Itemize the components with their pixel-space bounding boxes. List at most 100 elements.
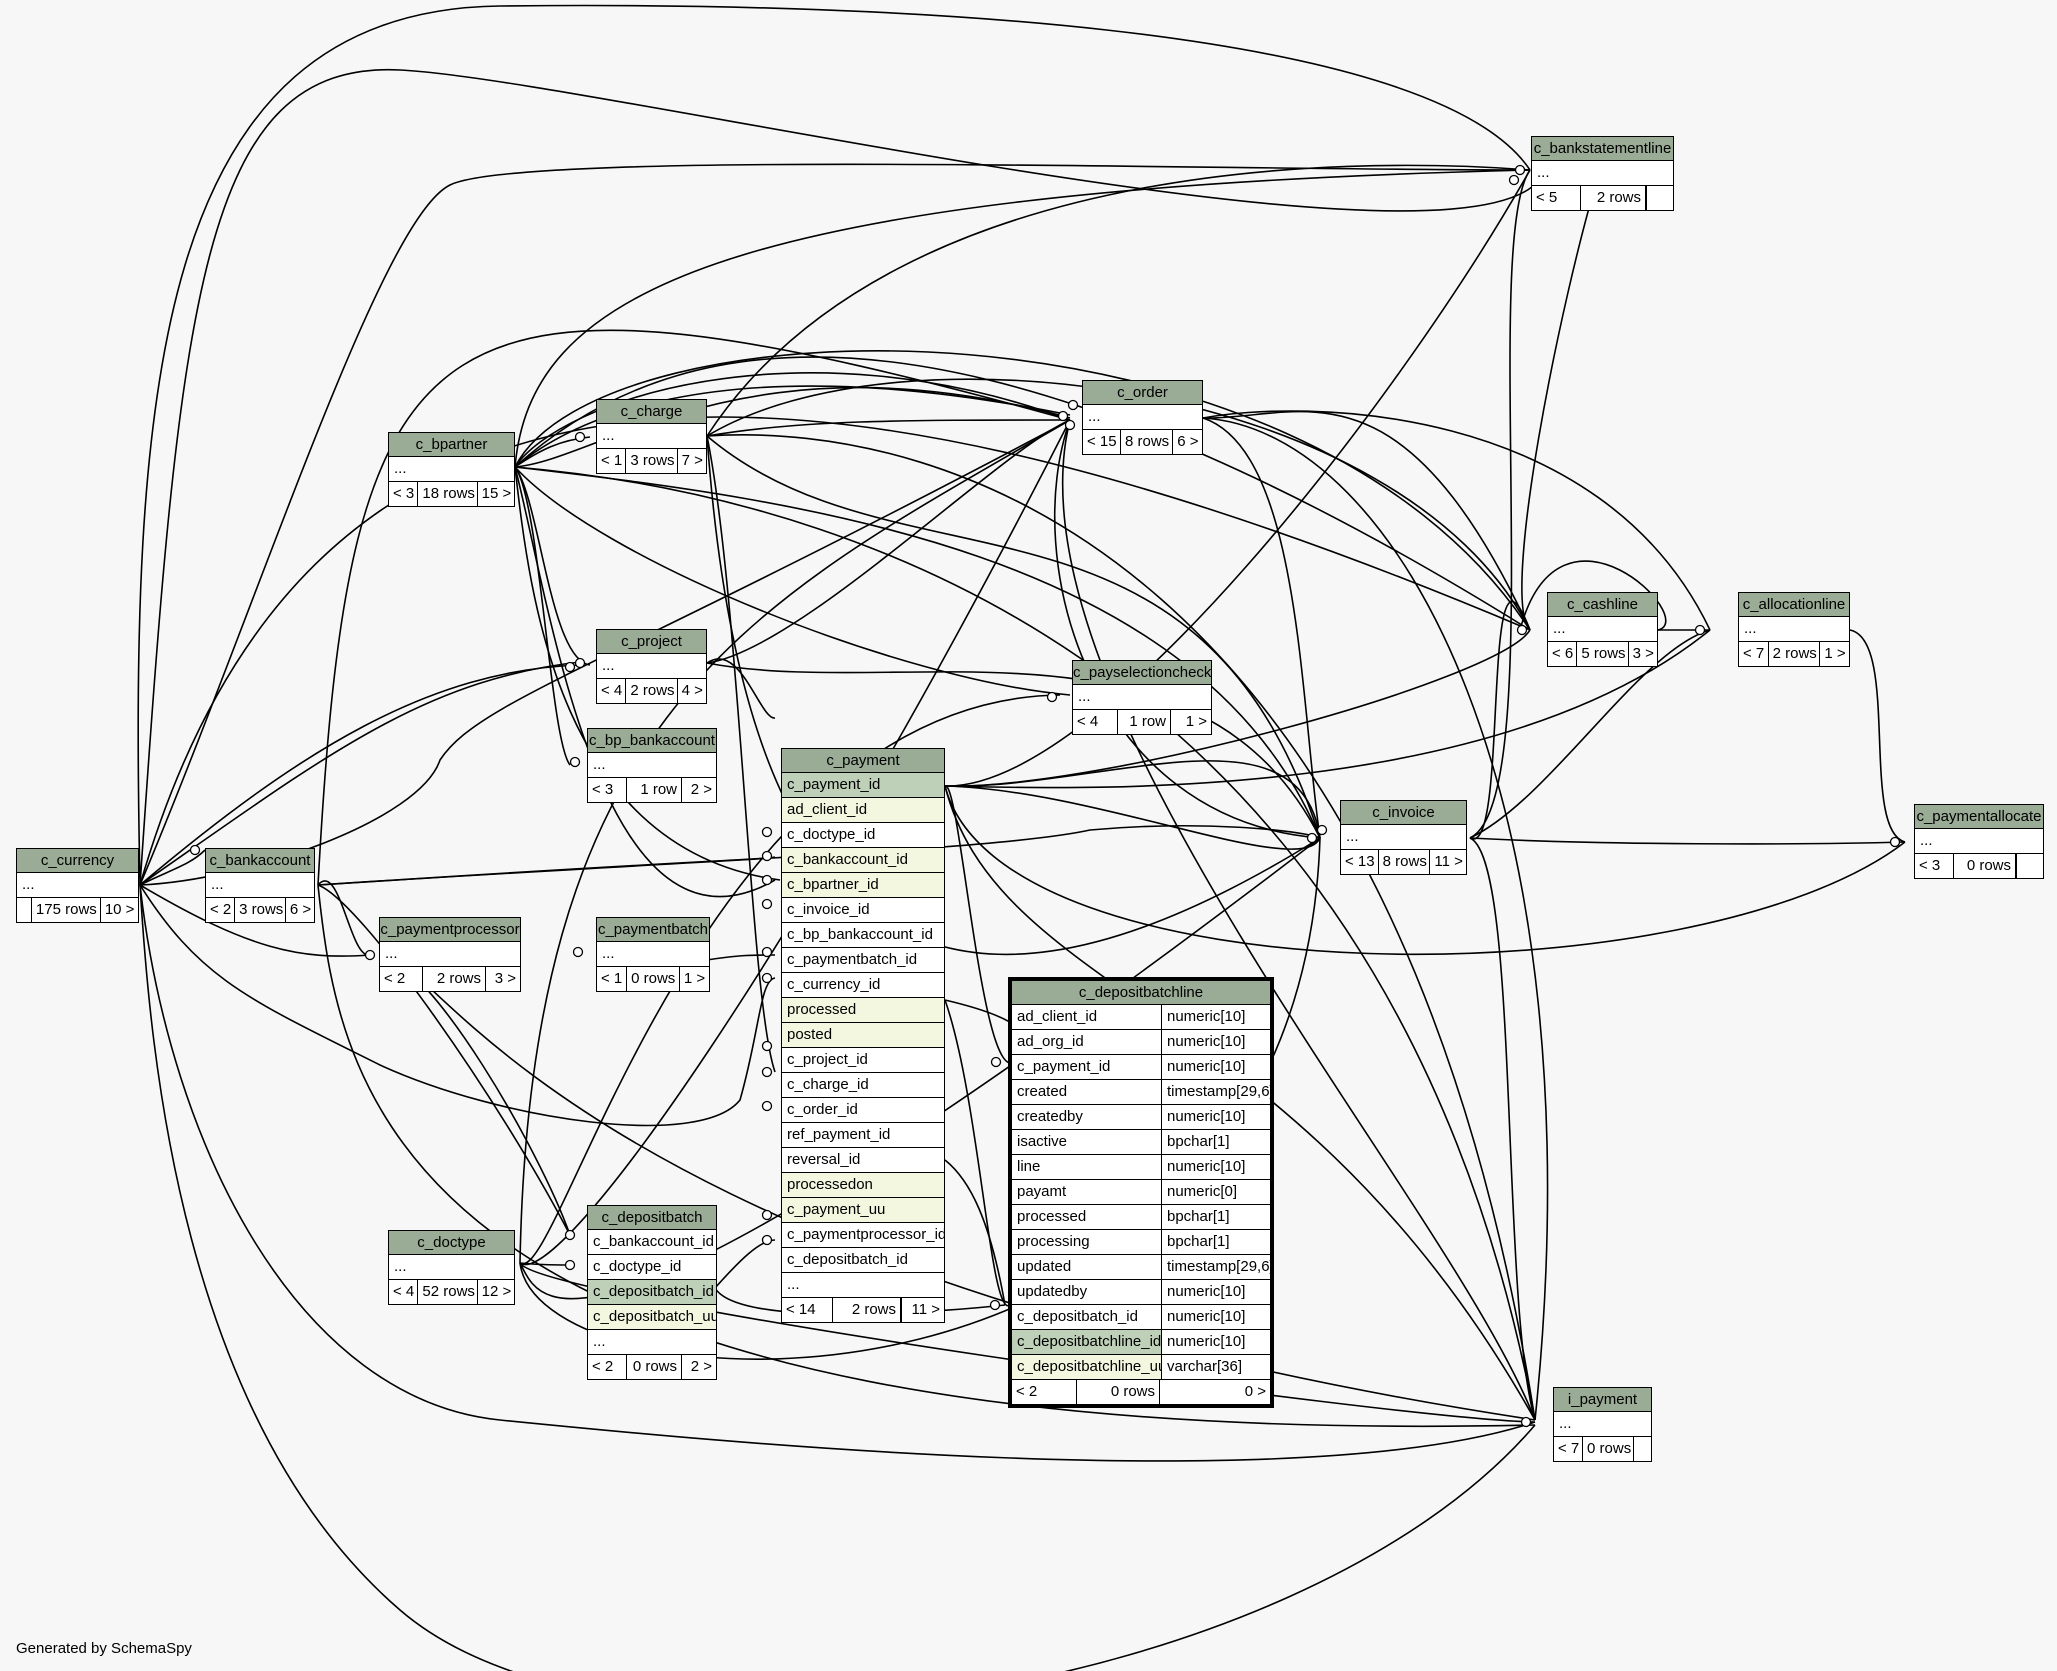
column-name: ad_client_id xyxy=(1017,1008,1098,1025)
row-count: 18 rows xyxy=(418,482,478,506)
children-count[interactable]: 1 > xyxy=(683,970,706,987)
column-row: c_project_id xyxy=(782,1048,944,1073)
children-count[interactable]: 3 > xyxy=(494,970,516,987)
column-row: ... xyxy=(206,873,314,898)
parents-count[interactable]: < 7 xyxy=(1739,642,1769,666)
table-c-doctype[interactable]: c_doctype ... < 4 52 rows 12 > xyxy=(388,1230,515,1305)
table-c-cashline[interactable]: c_cashline ... < 6 5 rows 3 > xyxy=(1547,592,1658,667)
table-footer: < 4 1 row 1 > xyxy=(1073,710,1211,734)
children-count[interactable]: 1 > xyxy=(1824,645,1846,662)
parents-count[interactable]: < 1 xyxy=(597,967,628,991)
indexed-column-row: ad_client_id xyxy=(782,798,944,823)
children-count[interactable]: 2 > xyxy=(690,1358,712,1375)
children-count[interactable]: 4 > xyxy=(681,682,703,699)
parents-count[interactable]: < 4 xyxy=(389,1280,419,1304)
column-row: ... xyxy=(588,753,716,778)
table-c-allocationline[interactable]: c_allocationline ... < 7 2 rows 1 > xyxy=(1738,592,1850,667)
children-count[interactable] xyxy=(2016,854,2043,878)
children-count[interactable]: 12 > xyxy=(481,1283,512,1300)
table-c-charge[interactable]: c_charge ... < 1 3 rows 7 > xyxy=(596,399,707,474)
column-name: processedon xyxy=(787,1176,873,1193)
parents-count[interactable]: < 7 xyxy=(1554,1437,1584,1461)
column-name: c_bp_bankaccount_id xyxy=(787,926,933,943)
parents-count[interactable]: < 3 xyxy=(588,778,627,802)
parents-count[interactable]: < 3 xyxy=(1915,854,1954,878)
children-count[interactable]: 2 > xyxy=(690,781,712,798)
parents-count[interactable]: < 2 xyxy=(588,1355,627,1379)
table-c-paymentallocate[interactable]: c_paymentallocate ... < 3 0 rows xyxy=(1914,804,2044,879)
children-count[interactable]: 11 > xyxy=(1434,853,1463,870)
table-c-bpartner[interactable]: c_bpartner ... < 3 18 rows 15 > xyxy=(388,432,515,507)
column-name: ... xyxy=(394,460,407,477)
parents-count[interactable]: < 3 xyxy=(389,482,419,506)
column-name: ... xyxy=(593,1333,606,1350)
table-title: c_depositbatch xyxy=(588,1206,716,1230)
table-c-payment[interactable]: c_payment c_payment_id ad_client_id c_do… xyxy=(781,748,945,1323)
column-name: c_bpartner_id xyxy=(787,876,879,893)
children-count[interactable] xyxy=(1634,1437,1651,1461)
parents-count[interactable]: < 2 xyxy=(206,898,236,922)
column-name: ... xyxy=(1744,620,1757,637)
column-name: ... xyxy=(1088,408,1101,425)
column-row: ref_payment_id xyxy=(782,1123,944,1148)
column-name: ... xyxy=(1553,620,1566,637)
children-count[interactable]: 0 > xyxy=(1244,1383,1266,1400)
row-count: 0 rows xyxy=(1583,1437,1634,1461)
table-c-payselectioncheck[interactable]: c_payselectioncheck ... < 4 1 row 1 > xyxy=(1072,660,1212,735)
children-count[interactable]: 1 > xyxy=(1185,713,1207,730)
table-c-bankstatementline[interactable]: c_bankstatementline ... < 5 2 rows xyxy=(1531,136,1674,211)
parents-count[interactable]: < 14 xyxy=(782,1298,833,1322)
table-c-paymentprocessor[interactable]: c_paymentprocessor ... < 2 2 rows 3 > xyxy=(379,917,521,992)
row-count: 175 rows xyxy=(32,898,101,922)
table-c-order[interactable]: c_order ... < 15 8 rows 6 > xyxy=(1082,380,1203,455)
table-title: c_paymentbatch xyxy=(597,918,709,942)
parents-count[interactable]: < 4 xyxy=(1073,710,1118,734)
children-count[interactable]: 3 > xyxy=(1632,645,1654,662)
column-name: ... xyxy=(1559,1415,1572,1432)
children-count[interactable]: 6 > xyxy=(1177,433,1199,450)
column-row: c_bp_bankaccount_id xyxy=(782,923,944,948)
parents-count[interactable]: < 15 xyxy=(1083,430,1121,454)
parents-count[interactable]: < 13 xyxy=(1341,850,1379,874)
table-c-project[interactable]: c_project ... < 4 2 rows 4 > xyxy=(596,629,707,704)
children-count[interactable] xyxy=(1646,186,1673,210)
parents-count[interactable]: < 5 xyxy=(1532,186,1581,210)
table-footer: < 15 8 rows 6 > xyxy=(1083,430,1202,454)
table-c-bankaccount[interactable]: c_bankaccount ... < 2 3 rows 6 > xyxy=(205,848,315,923)
children-count[interactable]: 7 > xyxy=(681,452,703,469)
parents-count[interactable]: < 4 xyxy=(597,679,627,703)
children-count[interactable]: 6 > xyxy=(289,901,312,918)
children-count[interactable]: 15 > xyxy=(481,485,512,502)
column-row: ... xyxy=(380,942,520,967)
table-title: c_bankstatementline xyxy=(1532,137,1673,161)
column-type: varchar[36] xyxy=(1161,1355,1270,1379)
parents-count[interactable] xyxy=(17,898,32,922)
parents-count[interactable]: < 6 xyxy=(1548,642,1578,666)
column-name: c_bankaccount_id xyxy=(593,1233,714,1250)
table-c-invoice[interactable]: c_invoice ... < 13 8 rows 11 > xyxy=(1340,800,1467,875)
column-row: c_order_id xyxy=(782,1098,944,1123)
table-c-depositbatch[interactable]: c_depositbatch c_bankaccount_id c_doctyp… xyxy=(587,1205,717,1380)
parents-count[interactable]: < 1 xyxy=(597,449,627,473)
table-i-payment[interactable]: i_payment ... < 7 0 rows xyxy=(1553,1387,1652,1462)
column-name: c_currency_id xyxy=(787,976,881,993)
parents-count[interactable]: < 2 xyxy=(380,967,423,991)
column-name: created xyxy=(1017,1083,1068,1100)
table-title: c_order xyxy=(1083,381,1202,405)
children-count[interactable]: 10 > xyxy=(104,901,135,918)
parents-count[interactable]: < 2 xyxy=(1012,1380,1077,1404)
children-count[interactable]: 11 > xyxy=(901,1298,944,1322)
column-name: c_payment_uu xyxy=(787,1201,886,1218)
column-row: c_depositbatch_id xyxy=(782,1248,944,1273)
table-title: c_cashline xyxy=(1548,593,1657,617)
table-c-paymentbatch[interactable]: c_paymentbatch ... < 1 0 rows 1 > xyxy=(596,917,710,992)
column-row: c_paymentbatch_id xyxy=(782,948,944,973)
column-row: c_currency_id xyxy=(782,973,944,998)
table-c-currency[interactable]: c_currency ... 175 rows 10 > xyxy=(16,848,139,923)
table-c-bp-bankaccount[interactable]: c_bp_bankaccount ... < 3 1 row 2 > xyxy=(587,728,717,803)
